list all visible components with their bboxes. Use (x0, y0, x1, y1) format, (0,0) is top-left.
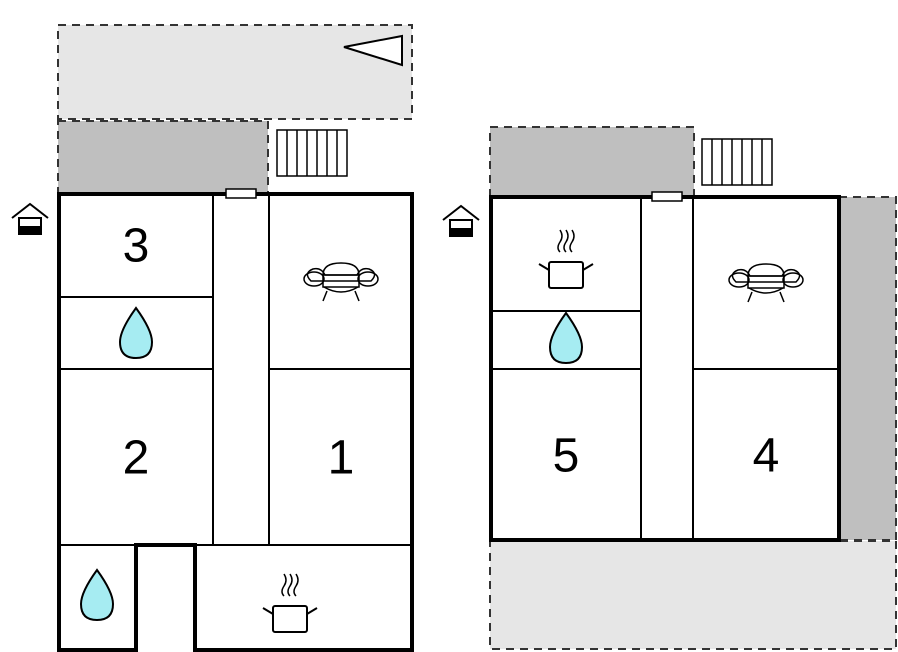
compass-arrow-icon (343, 34, 403, 67)
bathroom-drop-icon (549, 312, 583, 364)
sofa-icon (303, 262, 379, 302)
room-number-3: 3 (123, 220, 150, 273)
kitchen-pot-icon (262, 573, 318, 633)
left-outer-wall (57, 192, 414, 652)
stairs-icon (701, 138, 773, 186)
bathroom-drop-icon (80, 569, 114, 621)
house-entrance-icon (442, 205, 480, 237)
window-icon (225, 188, 257, 199)
house-entrance-icon (11, 203, 49, 235)
window-icon (651, 191, 683, 202)
left-terrace-top (57, 24, 413, 120)
right-terrace-side (838, 196, 897, 541)
stairs-icon (276, 129, 348, 177)
room-number-2: 2 (123, 432, 150, 485)
room-number-5: 5 (553, 430, 580, 483)
room-number-1: 1 (328, 432, 355, 485)
left-floor: 3 2 1 (11, 24, 414, 652)
kitchen-pot-icon (538, 229, 594, 289)
room-number-4: 4 (753, 430, 780, 483)
right-floor: 5 4 (442, 126, 897, 650)
right-terrace-entry (489, 126, 695, 197)
bathroom-drop-icon (119, 307, 153, 359)
left-terrace-entry (57, 120, 269, 194)
sofa-icon (728, 263, 804, 303)
right-terrace-bottom (489, 540, 897, 650)
